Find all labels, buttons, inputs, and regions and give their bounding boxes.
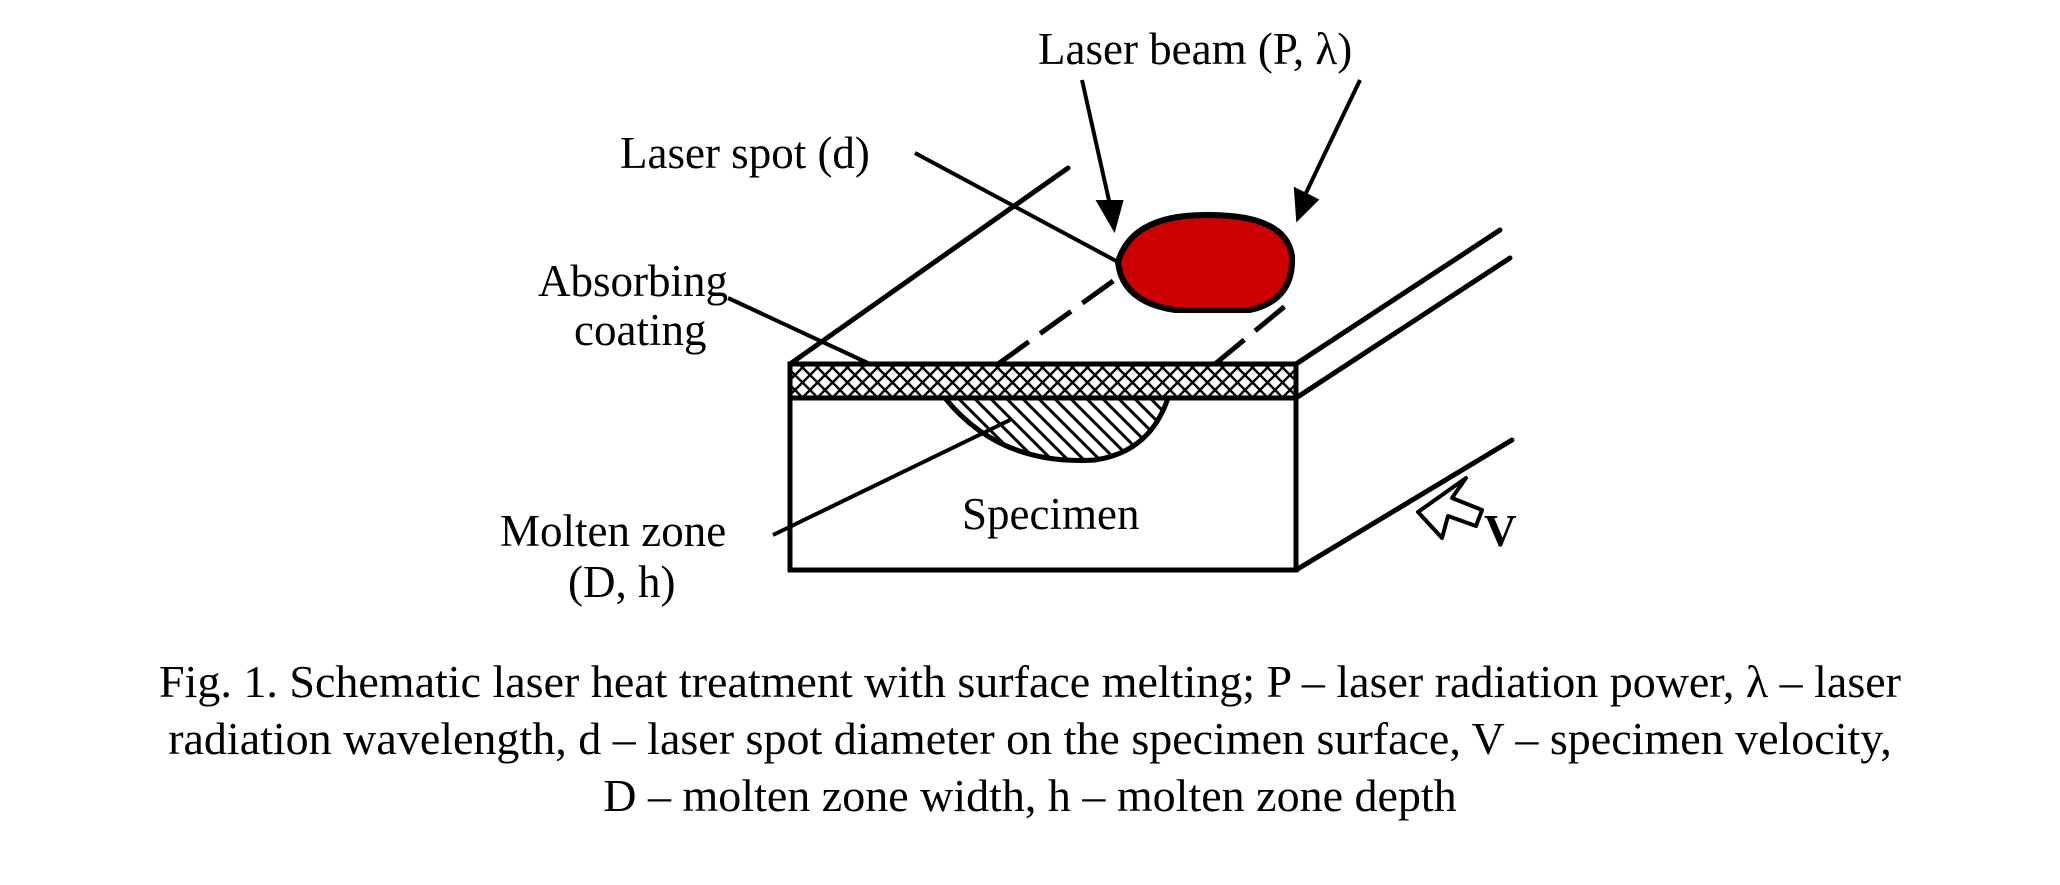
track-lines — [996, 273, 1292, 367]
caption-line-2: radiation wavelength, d – laser spot dia… — [168, 713, 1892, 764]
leader-lines — [727, 151, 1119, 537]
laser-beam-label: Laser beam (P, λ) — [1038, 24, 1352, 74]
caption-line-3: D – molten zone width, h – molten zone d… — [603, 770, 1456, 821]
velocity-arrow-icon — [1416, 476, 1484, 540]
laser-spot-label: Laser spot (d) — [620, 128, 870, 178]
absorbing-coating-label-2: coating — [574, 305, 706, 355]
caption-line-1: Fig. 1. Schematic laser heat treatment w… — [159, 656, 1901, 707]
specimen-side-face — [1293, 227, 1515, 573]
molten-zone-label-2: (D, h) — [568, 557, 675, 607]
specimen-front-face — [787, 395, 1299, 573]
specimen-top-edge — [787, 165, 1071, 367]
molten-zone-label-1: Molten zone — [500, 506, 726, 556]
velocity-label: V — [1484, 506, 1517, 556]
specimen-label: Specimen — [962, 489, 1139, 539]
laser-spot — [1114, 211, 1296, 313]
laser-beam-arrows — [1080, 79, 1362, 234]
absorbing-coating-label-1: Absorbing — [538, 256, 728, 306]
absorbing-coating-layer — [787, 361, 1299, 401]
molten-zone — [941, 398, 1171, 463]
